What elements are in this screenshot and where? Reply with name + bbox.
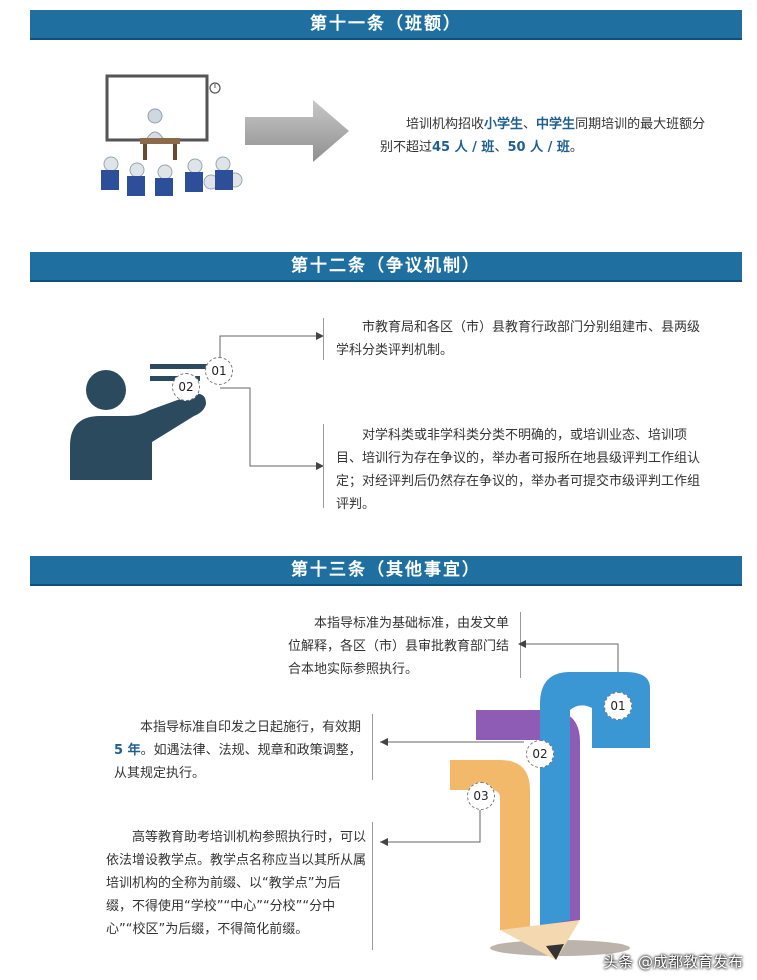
pencil-infographic xyxy=(380,640,650,960)
highlight-middle-students: 中学生 xyxy=(536,117,576,132)
section-13-badge-01: 01 xyxy=(604,692,632,720)
text-segment: 同期培训的最大班额分别不超过 xyxy=(380,117,706,155)
section-12-connectors xyxy=(219,332,324,470)
watermark: 头条 @成都教育发布 xyxy=(603,953,743,971)
highlight-class-size-primary: 45 人 / 班 xyxy=(432,140,495,155)
section-13-item-2: 本指导标准自印发之日起施行，有效期 5 年。如遇法律、法规、规章和政策调整，从其规… xyxy=(114,716,366,785)
section-12-badge-01: 01 xyxy=(205,357,233,385)
presenter-icon xyxy=(70,364,210,480)
arrow-right-icon xyxy=(245,100,349,162)
text-segment: 、 xyxy=(494,140,508,155)
text-segment: 。 xyxy=(569,140,583,155)
text-segment: 、 xyxy=(523,117,537,132)
section-13-banner: 第十三条（其他事宜） xyxy=(30,556,742,586)
section-12-item-2: 对学科类或非学科类分类不明确的，或培训业态、培训项目、培训行为存在争议的，举办者… xyxy=(336,428,701,512)
section-13-item-1: 本指导标准为基础标准，由发文单位解释，各区（市）县审批教育部门结合本地实际参照执… xyxy=(288,616,510,677)
section-11-text: 培训机构招收小学生、中学生同期培训的最大班额分别不超过45 人 / 班、50 人… xyxy=(380,113,710,159)
highlight-primary-students: 小学生 xyxy=(484,117,524,132)
section-12-divider-2 xyxy=(323,424,324,508)
section-13-divider-3 xyxy=(372,822,373,950)
section-13-item-3: 高等教育助考培训机构参照执行时，可以依法增设教学点。教学点名称应当以其所从属培训… xyxy=(106,830,367,937)
section-12-badge-02: 02 xyxy=(172,373,200,401)
highlight-validity-period: 5 年 xyxy=(114,743,141,758)
section-12-divider-1 xyxy=(323,318,324,360)
text-segment: 本指导标准自印发之日起施行，有效期 xyxy=(140,720,362,735)
section-13-divider-2 xyxy=(372,714,373,780)
text-segment: 培训机构招收 xyxy=(406,117,485,132)
section-13-badge-02: 02 xyxy=(526,740,554,768)
section-13-title: 第十三条（其他事宜） xyxy=(291,560,481,580)
highlight-class-size-middle: 50 人 / 班 xyxy=(507,140,570,155)
section-13-badge-03: 03 xyxy=(467,782,495,810)
section-12-title: 第十二条（争议机制） xyxy=(291,256,481,276)
section-12-item-1: 市教育局和各区（市）县教育行政部门分别组建市、县两级学科分类评判机制。 xyxy=(336,320,701,358)
text-segment: 。如遇法律、法规、规章和政策调整，从其规定执行。 xyxy=(114,743,362,781)
classroom-illustration xyxy=(101,74,243,196)
section-11-banner: 第十一条（班额） xyxy=(30,10,742,40)
section-12-banner: 第十二条（争议机制） xyxy=(30,252,742,282)
section-11-title: 第十一条（班额） xyxy=(310,14,462,34)
